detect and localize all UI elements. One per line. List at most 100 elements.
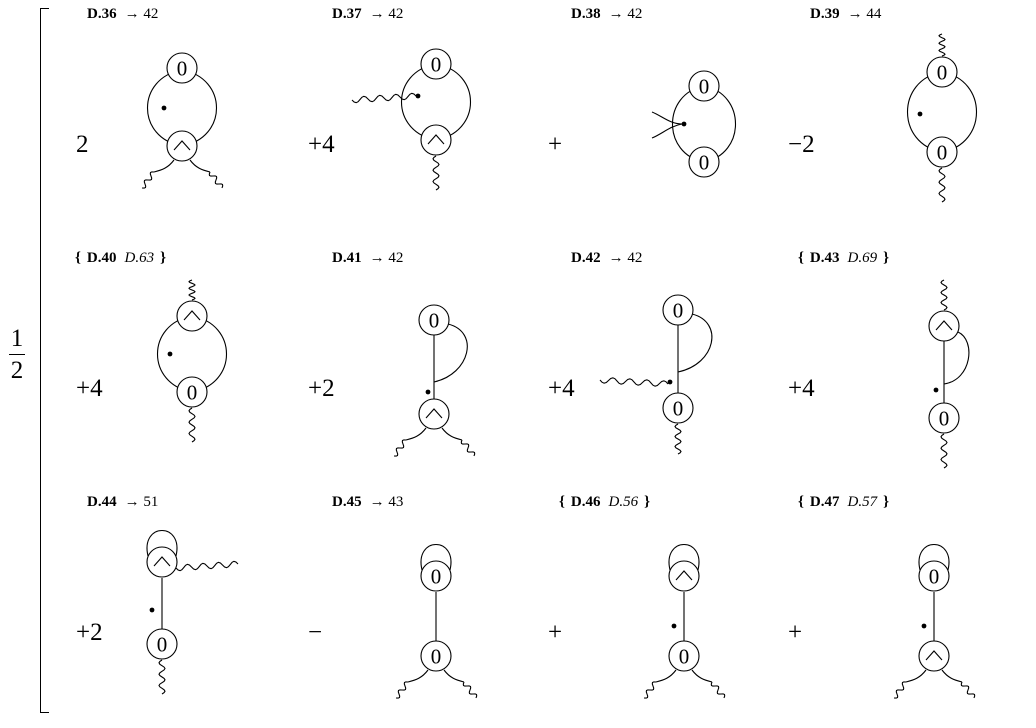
- open-brace: {: [559, 494, 565, 510]
- feynman-diagram: 00: [907, 33, 977, 203]
- reduction-target: → 43: [369, 494, 404, 510]
- zero-vertex-label: 0: [937, 61, 948, 85]
- external-leg-bottom: [674, 423, 682, 455]
- vertex-dot: [933, 387, 939, 393]
- open-brace: {: [798, 494, 804, 510]
- external-leg-cross-b: [651, 123, 683, 139]
- zero-vertex-label: 0: [679, 645, 690, 669]
- vertex-dot: [161, 105, 167, 111]
- term-coefficient: +4: [788, 375, 815, 402]
- external-leg-top: [940, 279, 948, 311]
- reduction-target: → 42: [608, 6, 643, 22]
- reduction-target: → 44: [847, 6, 882, 22]
- zero-vertex-label: 0: [431, 645, 442, 669]
- zero-vertex: 0: [176, 376, 208, 408]
- term-coefficient: +: [548, 619, 563, 646]
- diagram-id: D.41: [332, 250, 362, 266]
- zero-vertex-label: 0: [431, 53, 442, 77]
- term-coefficient: +: [548, 131, 563, 158]
- term-coefficient: −2: [788, 131, 815, 158]
- feynman-diagram: 0: [893, 544, 976, 699]
- zero-vertex-label: 0: [699, 75, 710, 99]
- hat-vertex: [420, 124, 452, 156]
- external-leg-right: [443, 669, 465, 683]
- zero-vertex-label: 0: [177, 57, 188, 81]
- vertex-dot: [921, 623, 927, 629]
- feynman-diagram: 00: [651, 70, 736, 178]
- open-brace: {: [75, 250, 81, 266]
- hat-icon: [925, 650, 943, 661]
- external-leg-cross-a: [651, 111, 683, 125]
- zero-vertex-label: 0: [939, 407, 950, 431]
- diagram-id: D.43: [809, 250, 840, 266]
- side-loop: [943, 331, 970, 385]
- zero-vertex: 0: [418, 304, 450, 336]
- zero-vertex: 0: [662, 392, 694, 424]
- external-leg-left-wave: [643, 681, 657, 699]
- external-leg-right-wave: [208, 171, 224, 189]
- hat-icon: [935, 320, 953, 331]
- zero-vertex: 0: [688, 70, 720, 102]
- external-leg-right-wave: [462, 681, 478, 699]
- hat-vertex: [176, 300, 208, 332]
- reduction-target: → 51: [124, 494, 159, 510]
- reduction-target: → 42: [608, 250, 643, 266]
- alternate-reference: D.56: [608, 494, 639, 510]
- vertex-dot: [667, 379, 673, 385]
- zero-vertex: 0: [662, 294, 694, 326]
- diagram-id: D.47: [809, 494, 840, 510]
- term-coefficient: +2: [76, 619, 103, 646]
- diagram-id: D.39: [810, 6, 840, 22]
- external-leg-right: [189, 159, 211, 173]
- reduction-target: → 42: [369, 6, 404, 22]
- external-leg-right: [441, 427, 463, 441]
- external-leg-bottom: [938, 167, 946, 203]
- feynman-diagram: 0: [351, 48, 471, 191]
- diagram-id: D.37: [332, 6, 362, 22]
- alternate-reference: D.57: [847, 494, 878, 510]
- term-coefficient: +: [788, 619, 803, 646]
- vertex-dot: [415, 93, 421, 99]
- external-leg-left: [905, 669, 927, 683]
- vertex-dot: [681, 121, 687, 127]
- feynman-diagram: 0: [643, 544, 726, 699]
- feynman-diagram: 00: [395, 544, 478, 699]
- zero-vertex: 0: [420, 640, 452, 672]
- term-coefficient: +2: [308, 375, 335, 402]
- hat-vertex: [146, 546, 178, 578]
- hat-vertex: [928, 310, 960, 342]
- diagram-label: D.44 → 51: [87, 494, 317, 516]
- self-loop: [146, 530, 178, 557]
- zero-vertex-label: 0: [699, 151, 710, 175]
- external-leg-left-wave: [395, 681, 409, 699]
- diagram-label: D.37 → 42: [332, 6, 562, 28]
- diagram-label: D.38→ 42: [571, 6, 801, 28]
- hat-icon: [153, 556, 171, 567]
- diagram-id: D.44: [87, 494, 117, 510]
- vertex-dot: [425, 389, 431, 395]
- diagram-label: D.42→ 42: [571, 250, 801, 272]
- external-leg-right: [175, 560, 239, 572]
- external-leg-left-wave: [393, 439, 407, 457]
- external-leg-left: [655, 669, 677, 683]
- external-leg-right-wave: [710, 681, 726, 699]
- zero-vertex: 0: [926, 56, 958, 88]
- vertex-dot: [167, 351, 173, 357]
- left-bracket: [40, 8, 49, 713]
- hat-vertex: [918, 640, 950, 672]
- open-brace: {: [798, 250, 804, 266]
- fraction-bar: [9, 354, 25, 355]
- hat-icon: [425, 408, 443, 419]
- feynman-diagram: 0: [157, 279, 227, 443]
- term-coefficient: +4: [548, 375, 575, 402]
- diagram-id: D.46: [570, 494, 601, 510]
